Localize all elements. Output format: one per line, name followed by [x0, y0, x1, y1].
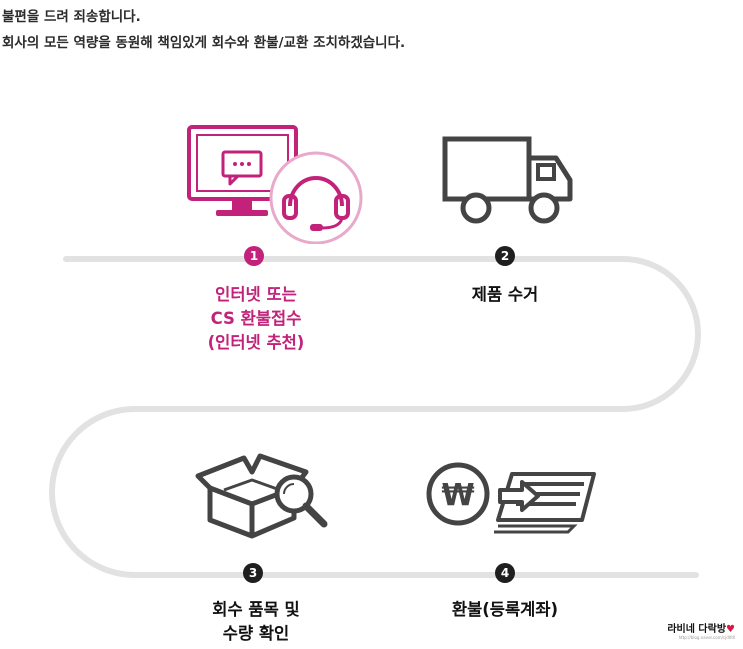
step-3-badge: 3: [243, 563, 263, 583]
step-3-label: 회수 품목 및 수량 확인: [194, 598, 318, 646]
intro-line-2: 회사의 모든 역량을 동원해 책임있게 회수와 환불/교환 조치하겠습니다.: [2, 35, 406, 51]
step-4-badge: 4: [495, 563, 515, 583]
step-1-badge: 1: [244, 246, 264, 266]
step-4-label: 환불(등록계좌): [438, 598, 572, 622]
intro-text: 불편을 드려 죄송합니다. 회사의 모든 역량을 동원해 책임있게 회수와 환불…: [2, 4, 405, 56]
step-2-label-line-1: 제품 수거: [471, 285, 539, 304]
truck-icon: [442, 136, 573, 224]
watermark-url: http://blog.naver.com/cjdlfdl: [678, 635, 735, 640]
step-1-label: 인터넷 또는 CS 환불접수 (인터넷 추천): [194, 283, 318, 355]
step-4-label-line-1: 환불(등록계좌): [451, 600, 559, 619]
step-3-label-line-2: 수량 확인: [222, 624, 290, 643]
svg-text:₩: ₩: [441, 478, 474, 513]
step-2-label: 제품 수거: [455, 283, 555, 307]
won-transfer-icon: ₩: [426, 462, 596, 534]
step-1-label-line-3: (인터넷 추천): [207, 333, 305, 352]
step-1-label-line-2: CS 환불접수: [210, 309, 302, 328]
step-1-label-line-1: 인터넷 또는: [215, 285, 297, 304]
box-magnifier-icon: [195, 453, 328, 539]
step-2-badge: 2: [495, 246, 515, 266]
watermark: 라비네 다락방♥ http://blog.naver.com/cjdlfdl: [667, 620, 735, 640]
intro-line-1: 불편을 드려 죄송합니다.: [2, 9, 141, 25]
monitor-headset-icon: [187, 125, 363, 244]
watermark-text: 라비네 다락방: [667, 624, 727, 635]
step-3-label-line-1: 회수 품목 및: [212, 600, 300, 619]
heart-icon: ♥: [726, 624, 735, 635]
